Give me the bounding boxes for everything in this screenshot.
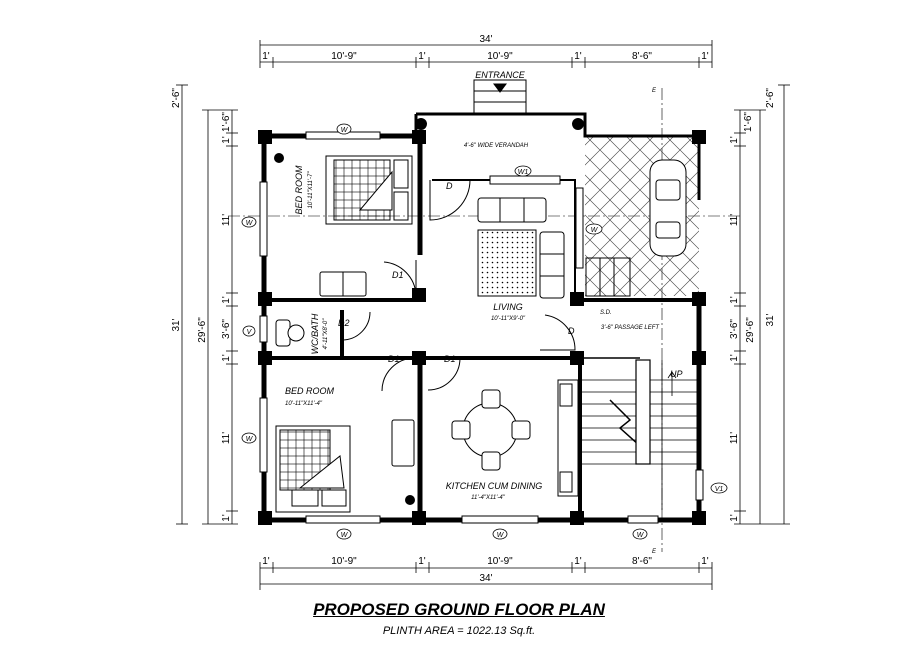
dim-right-inner-7: 11' <box>729 432 740 444</box>
dim-left-inner-1: 1'-6" <box>221 112 232 132</box>
door1-label-bedroom2: D1 <box>388 354 400 364</box>
sofa-bedroom-1 <box>319 271 367 297</box>
dim-total-width-bottom: 34' <box>479 573 492 584</box>
section-mark-top: E <box>652 88 657 94</box>
top-dimensions <box>259 40 713 68</box>
dim-bottom-seg-2: 10'-9" <box>331 556 357 567</box>
living-sofa-top <box>477 197 547 223</box>
passage-label: 3'-6" PASSAGE LEFT <box>601 325 661 331</box>
verandah-label: 4'-6" WIDE VERANDAH <box>464 143 529 149</box>
kitchen-name: KITCHEN CUM DINING <box>446 481 543 491</box>
wc-fixture <box>275 319 305 347</box>
ventilator1-label-right: V1 <box>715 486 724 493</box>
dim-top-seg-2: 10'-9" <box>331 51 357 62</box>
columns <box>258 118 706 525</box>
dim-right-inner-5: 3'-6" <box>729 319 740 339</box>
dim-bottom-seg-5: 1' <box>574 556 582 567</box>
dim-right-outer-top: 2'-6" <box>765 88 776 108</box>
sofa-bedroom-2 <box>391 419 415 467</box>
door-label-verandah: D <box>446 181 453 191</box>
dim-left-inner-6: 1' <box>221 354 232 362</box>
dim-left-inner-3: 11' <box>221 214 232 226</box>
plan-subtitle: PLINTH AREA = 1022.13 Sq.ft. <box>382 625 536 637</box>
staircase <box>582 359 699 510</box>
car-icon <box>649 159 687 257</box>
dim-left-outer-top: 2'-6" <box>171 88 182 108</box>
dim-bottom-seg-3: 1' <box>418 556 426 567</box>
right-dimensions <box>734 84 790 525</box>
dim-left-inner-2: 1' <box>221 136 232 144</box>
window-label-bottom-2: W <box>497 532 505 539</box>
dim-top-seg-1: 1' <box>262 51 270 62</box>
wcbath-name: WC/BATH <box>310 313 320 354</box>
door1-label-bedroom1: D1 <box>392 270 404 280</box>
dim-bottom-seg-1: 1' <box>262 556 270 567</box>
ventilator-label-left: V <box>247 329 253 336</box>
window-label-left-1: W <box>246 220 254 227</box>
living-name: LIVING <box>493 302 523 312</box>
living-sofa-side <box>539 231 565 299</box>
window-label-bottom-3: W <box>637 532 645 539</box>
dim-left-inner-4: 1' <box>221 296 232 304</box>
bedroom1-name: BED ROOM <box>294 165 304 215</box>
window-label-left-2: W <box>246 436 254 443</box>
door-swings <box>341 179 576 392</box>
kitchen-size: 11'-4"X11'-4" <box>471 495 506 501</box>
window-label-passage: W <box>591 227 599 234</box>
dim-total-width-top: 34' <box>479 34 492 45</box>
section-mark-bottom: E <box>652 549 657 555</box>
dim-top-seg-7: 1' <box>701 51 709 62</box>
windows <box>259 131 704 524</box>
dim-right-inner-1: 1'-6" <box>743 112 754 132</box>
fan-icon <box>274 153 415 505</box>
dim-top-seg-3: 1' <box>418 51 426 62</box>
dim-bottom-seg-6: 8'-6" <box>632 556 652 567</box>
dim-top-seg-5: 1' <box>574 51 582 62</box>
dim-right-inner-3: 11' <box>729 214 740 226</box>
living-size: 10'-11"X9'-0" <box>491 316 526 322</box>
window-label-top: W <box>341 127 349 134</box>
dim-right-inner-8: 1' <box>729 514 740 522</box>
wcbath-size: 4'-11"X8'-0" <box>323 318 329 350</box>
opening-tags <box>241 123 728 540</box>
dim-left-inner-7: 11' <box>221 432 232 444</box>
dining-set <box>451 389 531 471</box>
door1-label-kitchen: D1 <box>444 354 456 364</box>
dim-left-mid: 29'-6" <box>197 317 208 343</box>
dim-left-total-depth: 31' <box>171 318 182 331</box>
living-rug <box>477 229 537 297</box>
sd-label: S.D. <box>600 310 612 316</box>
left-dimensions <box>176 84 238 525</box>
entrance-label: ENTRANCE <box>475 70 526 80</box>
bedroom2-name: BED ROOM <box>285 386 335 396</box>
dim-right-total-depth: 31' <box>765 313 776 326</box>
plan-title: PROPOSED GROUND FLOOR PLAN <box>313 600 605 619</box>
dim-left-inner-8: 1' <box>221 514 232 522</box>
stair-up-label: UP <box>670 369 683 379</box>
dim-bottom-seg-7: 1' <box>701 556 709 567</box>
bed-1 <box>325 155 413 225</box>
door-label-passage: D <box>568 326 575 336</box>
window1-label-living: W1 <box>518 169 529 176</box>
stair-landing-steps <box>585 257 631 297</box>
dim-bottom-seg-4: 10'-9" <box>487 556 513 567</box>
door2-label-wc: D2 <box>338 318 350 328</box>
bedroom2-size: 10'-11"X11'-4" <box>285 401 323 407</box>
dim-right-mid: 29'-6" <box>745 317 756 343</box>
window-label-bottom-1: W <box>341 532 349 539</box>
bed-2 <box>275 425 351 513</box>
bedroom1-size: 10'-11"X11'-7" <box>308 171 314 209</box>
dim-top-seg-4: 10'-9" <box>487 51 513 62</box>
dim-left-inner-5: 3'-6" <box>221 319 232 339</box>
bottom-dimensions <box>259 562 713 590</box>
kitchen-counter <box>557 379 579 497</box>
entrance-steps <box>473 79 527 115</box>
dim-right-inner-2: 1' <box>729 136 740 144</box>
dim-top-seg-6: 8'-6" <box>632 51 652 62</box>
dim-right-inner-6: 1' <box>729 354 740 362</box>
dim-right-inner-4: 1' <box>729 296 740 304</box>
